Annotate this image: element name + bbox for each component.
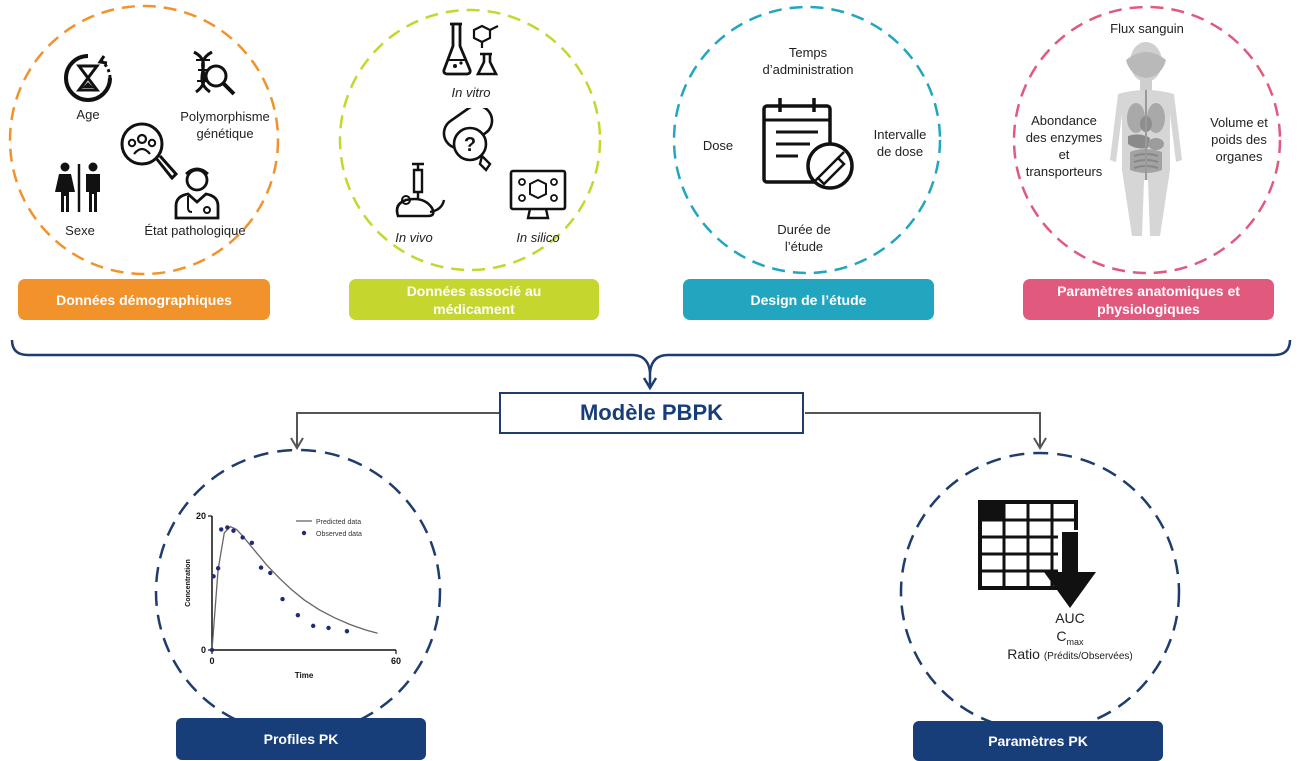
hourglass-clock-icon: [64, 54, 112, 102]
observed-point: [268, 570, 273, 576]
population-search-icon: [120, 122, 178, 181]
observed-point: [231, 528, 236, 533]
doctor-icon: [174, 167, 220, 220]
pk-profiles-label: Profiles PK: [176, 718, 426, 760]
drug-data-circle: [338, 8, 602, 272]
cmax-label: Cmax: [1056, 628, 1084, 647]
anatomy-physiology-label: Paramètres anatomiques et physiologiques: [1023, 279, 1274, 320]
observed-point: [219, 527, 224, 532]
y-axis-label: Concentration: [185, 559, 192, 606]
organ-volume-label: Volume et poids des organes: [1210, 115, 1268, 164]
in-vivo-label: In vivo: [395, 230, 433, 245]
anatomy-circle: [1012, 5, 1282, 275]
gender-icon: [55, 162, 100, 212]
computer-molecule-icon: [509, 169, 567, 220]
age-label: Age: [76, 107, 100, 122]
predicted-line: [211, 525, 378, 651]
study-duration-label: Durée de l’étude: [777, 222, 831, 254]
arrow-to-profiles: [296, 412, 500, 446]
legend-marker-swatch: [301, 530, 307, 536]
in-silico-label: In silico: [516, 230, 560, 245]
auc-label: AUC: [1055, 610, 1085, 626]
brace-bracket: [10, 339, 1292, 373]
in-vitro-label: In vitro: [451, 85, 491, 100]
enzymes-label: Abondance des enzymes et transporteurs: [1025, 113, 1103, 179]
x-axis-label: Time: [295, 671, 314, 680]
human-anatomy-icon: [1110, 42, 1182, 236]
observed-point: [326, 625, 331, 631]
observed-point: [211, 574, 216, 579]
dose-interval-label: Intervalle de dose: [873, 127, 927, 159]
dna-magnifier-icon: [193, 50, 236, 96]
clipboard-syringe-icon: [762, 98, 854, 190]
polymorphism-label: Polymorphisme génétique: [180, 109, 270, 141]
y-tick-label: 0: [201, 645, 206, 655]
demographics-circle: [8, 4, 280, 276]
x-tick-label: 60: [391, 656, 401, 666]
legend-label: Observed data: [316, 531, 362, 538]
observed-point: [225, 525, 230, 530]
observed-point: [311, 623, 316, 629]
study-design-label: Design de l’étude: [683, 279, 934, 320]
legend-label: Predicted data: [316, 519, 361, 526]
observed-point: [215, 566, 221, 571]
x-tick-label: 0: [209, 656, 214, 666]
demographics-label: Données démographiques: [18, 279, 270, 320]
observed-point: [280, 596, 285, 602]
drug-question-icon: ?: [442, 108, 494, 172]
pk-params-label: Paramètres PK: [913, 721, 1163, 761]
blood-flow-label: Flux sanguin: [1110, 21, 1184, 36]
dose-label: Dose: [702, 138, 734, 153]
svg-text:?: ?: [464, 134, 476, 156]
ratio-label: Ratio (Prédits/Observées): [1007, 646, 1133, 662]
drug-data-label: Données associé au médicament: [349, 279, 599, 320]
observed-point: [240, 535, 245, 540]
admin-time-label: Temps d’administration: [762, 45, 854, 77]
observed-point: [344, 629, 350, 634]
arrow-to-params: [805, 412, 1041, 446]
observed-point: [295, 612, 301, 618]
table-download-icon: [978, 500, 1096, 608]
lab-flask-icon: [442, 22, 499, 76]
pbpk-model-box: Modèle PBPK: [499, 392, 804, 434]
observed-point: [249, 540, 255, 545]
pathology-label: État pathologique: [144, 223, 246, 238]
sex-label: Sexe: [65, 223, 95, 238]
y-tick-label: 20: [196, 511, 206, 521]
study-design-circle: [672, 5, 942, 275]
observed-point: [209, 647, 215, 653]
observed-point: [258, 565, 264, 570]
mouse-syringe-icon: [395, 162, 446, 218]
